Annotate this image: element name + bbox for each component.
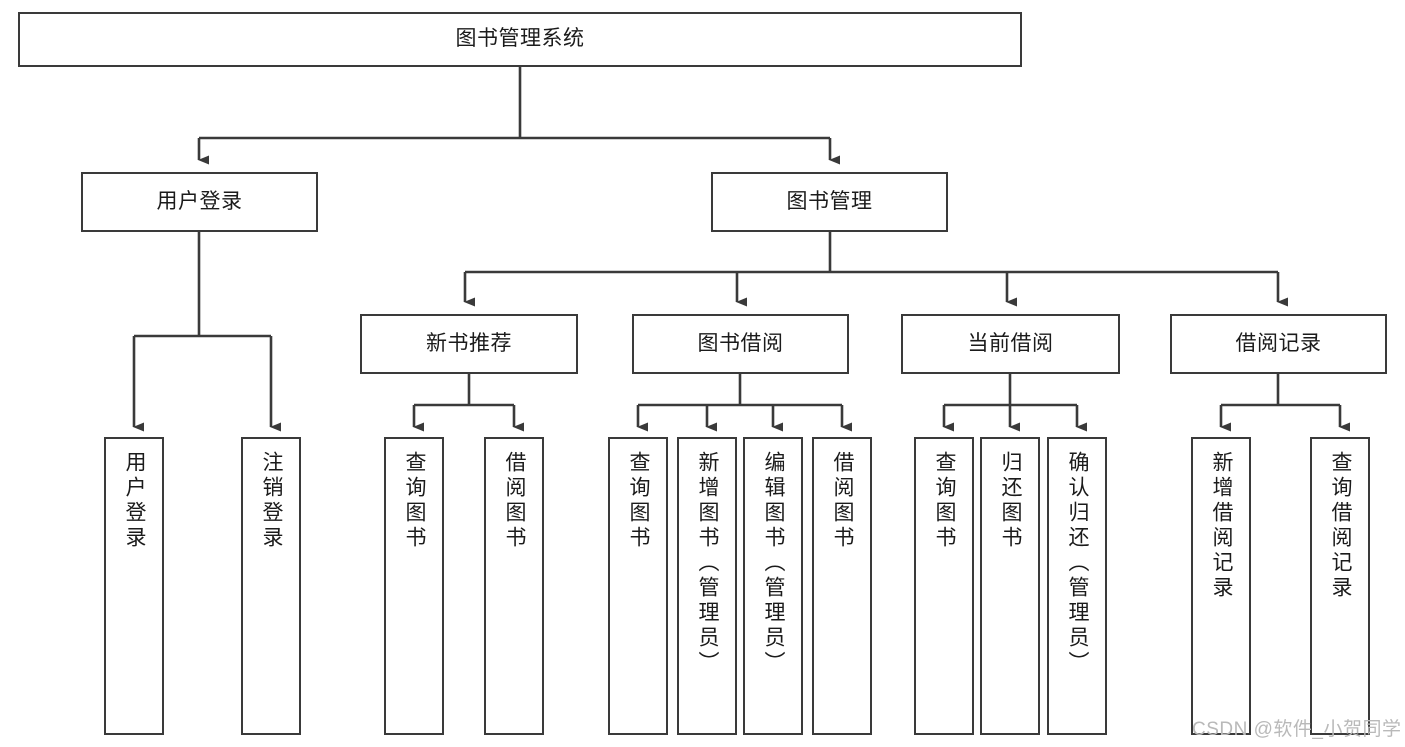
node-user-login-label: 用户登录	[156, 189, 243, 213]
node-current-borrow[interactable]: 当前借阅	[901, 314, 1120, 374]
node-leaf-query-book-1-label: 查询图书	[403, 451, 427, 551]
node-leaf-edit-book-label: 编辑图书（管理员）	[762, 451, 786, 676]
node-leaf-confirm-return-label: 确认归还（管理员）	[1066, 451, 1090, 676]
node-leaf-add-record[interactable]: 新增借阅记录	[1191, 437, 1251, 735]
node-leaf-query-book-2-label: 查询图书	[627, 451, 651, 551]
node-new-book-rec-label: 新书推荐	[426, 331, 512, 355]
node-leaf-query-book-3-label: 查询图书	[933, 451, 957, 551]
node-root-label: 图书管理系统	[455, 27, 585, 51]
node-book-manage[interactable]: 图书管理	[711, 172, 948, 232]
node-borrow-record-label: 借阅记录	[1235, 331, 1322, 355]
node-leaf-return-book[interactable]: 归还图书	[980, 437, 1040, 735]
node-leaf-logout[interactable]: 注销登录	[241, 437, 301, 735]
node-leaf-user-login[interactable]: 用户登录	[104, 437, 164, 735]
node-leaf-logout-label: 注销登录	[260, 451, 284, 551]
node-user-login[interactable]: 用户登录	[81, 172, 318, 232]
node-leaf-query-record-label: 查询借阅记录	[1329, 451, 1353, 601]
node-leaf-borrow-book-2-label: 借阅图书	[831, 451, 855, 551]
node-leaf-query-record[interactable]: 查询借阅记录	[1310, 437, 1370, 735]
node-book-borrow-label: 图书借阅	[697, 331, 784, 355]
node-leaf-query-book-3[interactable]: 查询图书	[914, 437, 974, 735]
watermark: CSDN @软件_小贺同学	[1192, 719, 1402, 740]
node-borrow-record[interactable]: 借阅记录	[1170, 314, 1387, 374]
node-new-book-rec[interactable]: 新书推荐	[360, 314, 578, 374]
node-leaf-borrow-book-2[interactable]: 借阅图书	[812, 437, 872, 735]
node-leaf-query-book-2[interactable]: 查询图书	[608, 437, 668, 735]
node-leaf-add-book-label: 新增图书（管理员）	[696, 451, 720, 676]
node-leaf-confirm-return[interactable]: 确认归还（管理员）	[1047, 437, 1107, 735]
node-book-manage-label: 图书管理	[786, 189, 873, 213]
node-leaf-query-book-1[interactable]: 查询图书	[384, 437, 444, 735]
node-leaf-borrow-book-1-label: 借阅图书	[503, 451, 527, 551]
node-book-borrow[interactable]: 图书借阅	[632, 314, 849, 374]
node-leaf-add-book[interactable]: 新增图书（管理员）	[677, 437, 737, 735]
node-current-borrow-label: 当前借阅	[967, 331, 1054, 355]
node-leaf-return-book-label: 归还图书	[999, 451, 1023, 551]
node-root[interactable]: 图书管理系统	[18, 12, 1022, 67]
node-leaf-borrow-book-1[interactable]: 借阅图书	[484, 437, 544, 735]
node-leaf-add-record-label: 新增借阅记录	[1210, 451, 1234, 601]
node-leaf-user-login-label: 用户登录	[123, 451, 147, 551]
node-leaf-edit-book[interactable]: 编辑图书（管理员）	[743, 437, 803, 735]
